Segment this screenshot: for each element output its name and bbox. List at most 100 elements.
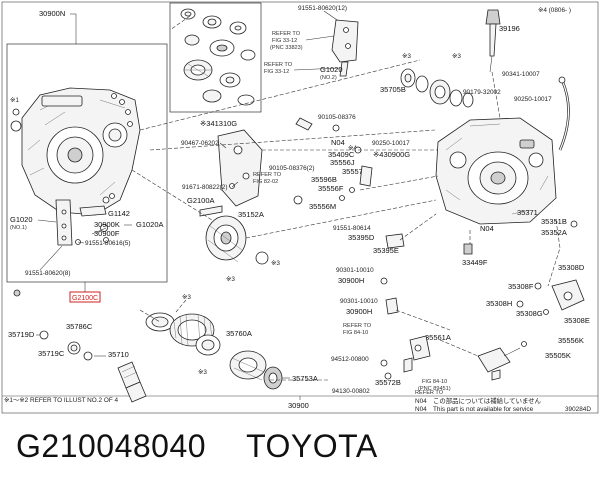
label-35395d: 35395D [348, 233, 375, 242]
oil-pump [205, 215, 269, 265]
legend-code-en: N04 [415, 406, 427, 413]
label-35395e: 35395E [373, 246, 399, 255]
label-no2: (NO.2) [320, 75, 337, 81]
solenoid-parts [516, 279, 585, 315]
label-n04-a: N04 [331, 138, 345, 147]
label-35596b: 35596B [311, 175, 337, 184]
parts-diagram: ※4 (0806- ) 30900N ※1 G1020 (NO.1) 91551… [1, 1, 599, 414]
label-35308g: 35308G [516, 309, 543, 318]
valve-body-bracket [403, 335, 431, 373]
header-note: ※4 (0806- ) [538, 7, 571, 14]
legend-text-jp: この部品については補給していません [433, 396, 542, 405]
label-35572b: 35572B [375, 378, 401, 387]
label-g1020a: G1020A [136, 220, 164, 229]
label-35308f: 35308F [508, 282, 534, 291]
label-35409c: 35409C [328, 150, 355, 159]
label-341310g: ※341310G [200, 119, 237, 128]
label-35352a: 35352A [541, 228, 567, 237]
label-refer-82a: REFER TO [253, 172, 282, 178]
label-s3-c: ※3 [226, 276, 235, 283]
right-bearing-set [400, 68, 474, 108]
label-91551-80620-8: 91551-80620(8) [25, 270, 70, 277]
label-90301: 90301-10010 [336, 267, 374, 274]
ref-fig-84-10b: FIG 84-10 (PNC 89451) [418, 379, 451, 392]
output-shaft [117, 361, 147, 403]
label-90301-b: 90301-10010 [340, 298, 378, 305]
label-refer-84a: REFER TO [343, 323, 372, 329]
label-fig-84-10a: FIG 84-10 [343, 330, 368, 336]
label-35786c: 35786C [66, 322, 93, 331]
label-35556m: 35556M [309, 202, 336, 211]
label-30900k: 30900K [94, 220, 120, 229]
label-90250-10017a: 90250-10017 [372, 140, 410, 147]
label-90179: 90179-32002 [463, 89, 501, 96]
label-90250-10017b: 90250-10017 [514, 96, 552, 103]
detent-spring [477, 341, 527, 381]
highlighted-part-label: G2100C [72, 295, 98, 302]
label-35556j: 35556J [330, 158, 355, 167]
label-35152a: 35152A [238, 210, 264, 219]
label-35710: 35710 [108, 350, 129, 359]
label-30900f: 30900F [94, 229, 120, 238]
label-g1020-top: G1020 [320, 65, 343, 74]
label-pnc-89451: (PNC 89451) [418, 386, 451, 392]
case-subassembly-box [6, 43, 168, 283]
label-35760a: 35760A [226, 329, 252, 338]
label-fig-33-12b: FIG 33-12 [264, 69, 289, 75]
label-refer-33-12a: REFER TO [272, 31, 301, 37]
highlighted-part-g2100c[interactable]: G2100C [69, 291, 101, 303]
label-n04-b: N04 [480, 224, 494, 233]
label-35705b: 35705B [380, 85, 406, 94]
label-35719c: 35719C [38, 349, 65, 358]
assembly-dashed-lines [131, 15, 561, 381]
label-35308h: 35308H [486, 299, 512, 308]
ring-gear-stack [145, 312, 221, 356]
label-refer-84b: REFER TO [415, 390, 444, 396]
label-fig-82-02: FIG 82-02 [253, 179, 278, 185]
legend-text-en: This part is not available for service [433, 406, 534, 413]
label-30900h-a: 30900H [338, 276, 364, 285]
label-35557b: 35557B [342, 167, 368, 176]
label-90341: 90341-10007 [502, 71, 540, 78]
label-s1-top: ※1 [10, 97, 19, 104]
label-94130: 94130-00802 [332, 388, 370, 395]
label-90105-08376: 90105-08376 [318, 114, 356, 121]
label-94512: 94512-00800 [331, 356, 369, 363]
label-91551-80620-12: 91551-80620(12) [298, 5, 347, 12]
center-bracket [217, 129, 263, 207]
label-s4-a: ※4 [348, 145, 357, 152]
label-s3-e: ※3 [402, 53, 411, 60]
label-g2100a: G2100A [187, 196, 215, 205]
bearing-group-box [169, 2, 262, 113]
mounting-bracket [331, 19, 359, 77]
bearing-group [180, 8, 256, 106]
label-35371: 35371 [517, 208, 538, 217]
diagram-ref-number: 390284D [565, 406, 591, 413]
footnote: ※1〜※2 REFER TO ILLUST NO.2 OF 4 [4, 397, 119, 404]
label-35308d: 35308D [558, 263, 585, 272]
label-35753a: 35753A [292, 374, 318, 383]
label-pnc-33823: (PNC 33823) [270, 45, 303, 51]
label-30900h-b: 30900H [346, 307, 372, 316]
transaxle-housing [435, 117, 557, 225]
oil-cooler-hose [558, 76, 570, 151]
label-35561a: 35561A [425, 333, 451, 342]
label-35556k: 35556K [558, 336, 584, 345]
label-91671: 91671-80822(2) [182, 184, 227, 191]
differential-case [229, 350, 283, 390]
label-refer-33-12b: REFER TO [264, 62, 293, 68]
label-35556f: 35556F [318, 184, 344, 193]
label-s3-d: ※3 [271, 260, 280, 267]
label-430900g: ※430900G [373, 150, 410, 159]
label-90105-08376-2: 90105-08376(2) [269, 165, 314, 172]
legend-code-jp: N04 [415, 398, 427, 405]
label-91551-80616: 91551-80616(5) [85, 240, 130, 247]
label-s3-f: ※3 [452, 53, 461, 60]
label-g1020-left: G1020 [10, 215, 33, 224]
label-30900n: 30900N [39, 9, 65, 18]
label-35308e: 35308E [564, 316, 590, 325]
caption-brand: TOYOTA [246, 428, 378, 464]
label-91551-80614: 91551-80614 [333, 225, 371, 232]
label-fig-84-10b: FIG 84-10 [422, 379, 447, 385]
